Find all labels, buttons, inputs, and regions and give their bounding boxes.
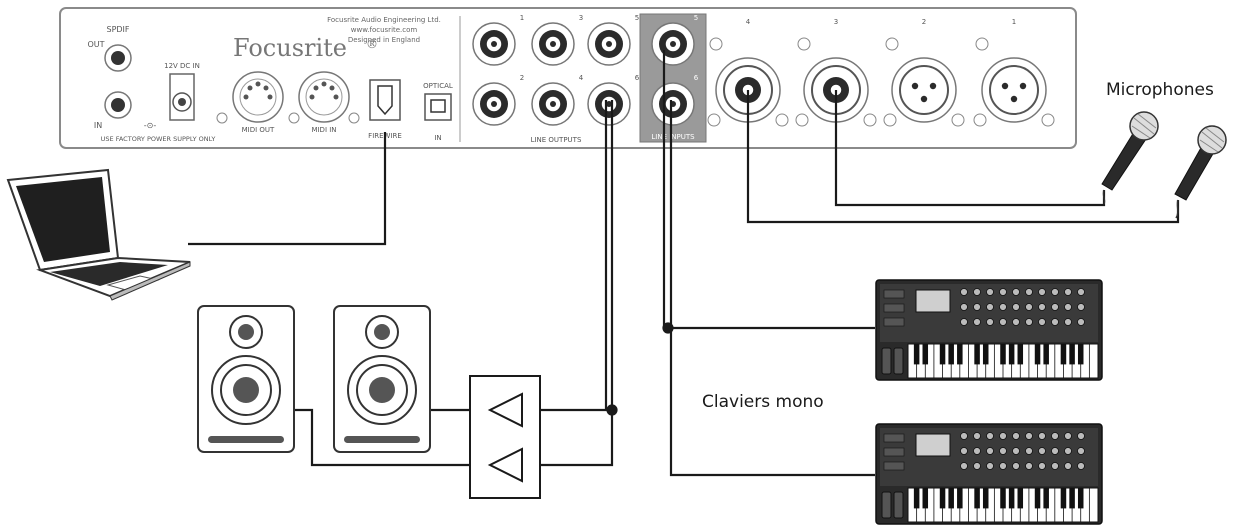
line-inputs-section: 5 6 LINE INPUTS [639,13,707,143]
amp-to-speaker-left-cable [295,408,470,467]
optical-label: OPTICAL [423,82,453,90]
maker-line-2: www.focusrite.com [351,26,418,34]
amp-triangle-2 [487,447,523,483]
line-output-number-2: 2 [520,74,524,82]
line-output-jack-3 [531,22,575,66]
microphones-label: Microphones [1106,80,1214,100]
laptop-keyboard [50,262,168,286]
spdif-out-jack-core [111,51,125,65]
dc-polarity-icon: -⊙- [144,121,157,130]
line-output-jack-5 [587,22,631,66]
spdif-section: SPDIF OUT IN [87,25,132,130]
laptop-screen [16,177,110,262]
midi-in-port: MIDI IN [298,71,360,134]
speaker-left [197,305,295,453]
line-output-jack-6 [587,82,631,126]
maker-line-1: Focusrite Audio Engineering Ltd. [327,16,441,24]
line-input-number-5: 5 [694,14,698,22]
brand-mark: ® [366,37,378,51]
optical-in-label: IN [434,134,441,142]
mic-input-2: 2 [883,18,965,127]
mic-input-number-4: 4 [746,18,751,26]
line-output-cable-1 [520,100,608,412]
dc-in-label: 12V DC IN [164,62,200,70]
spdif-in-jack-core [111,98,125,112]
keyboard-synth-1 [875,279,1103,381]
mic-input-number-1: 1 [1012,18,1016,26]
line-output-jack-1 [472,22,516,66]
maker-line-3: Designed in England [348,36,420,44]
line-inputs-label: LINE INPUTS [651,133,695,141]
junction-dot-outputs [606,404,618,416]
mic-input-number-2: 2 [922,18,926,26]
line-output-number-3: 3 [579,14,583,22]
line-input-number-6: 6 [694,74,699,82]
junction-dot-inputs [662,322,674,334]
microphone-1 [1101,111,1159,205]
line-input-jack-5 [651,22,695,66]
line-input-jack-6 [651,82,695,126]
line-output-number-1: 1 [520,14,524,22]
power-supply-note: USE FACTORY POWER SUPPLY ONLY [101,135,216,143]
line-input-cable-2 [669,100,875,477]
spdif-label: SPDIF [106,25,129,34]
amp-triangle-1 [487,392,523,428]
audio-interface-rear-panel: SPDIF OUT IN 12V DC IN -⊙- USE FACTORY P… [59,7,1077,149]
optical-port: OPTICAL IN [423,82,453,142]
spdif-in-label: IN [94,121,102,130]
amplifier [469,375,541,499]
brand-block: Focusrite ® Focusrite Audio Engineering … [233,16,441,62]
spdif-out-label: OUT [87,40,104,49]
line-output-jack-4 [531,82,575,126]
line-output-jack-2 [472,82,516,126]
microphone-2 [1174,125,1227,219]
firewire-cable [188,132,387,246]
dc-in-pin [178,98,186,106]
line-output-cable-2 [520,100,614,467]
brand-name: Focusrite [233,34,347,62]
mic-input-1: 1 [973,18,1055,127]
dc-in-section: 12V DC IN -⊙- USE FACTORY POWER SUPPLY O… [101,62,216,143]
speaker-right [333,305,431,453]
mic-input-number-3: 3 [834,18,838,26]
line-output-number-4: 4 [579,74,584,82]
line-output-number-6: 6 [635,74,640,82]
midi-out-port: MIDI OUT [216,71,300,134]
midi-in-label: MIDI IN [311,126,336,134]
laptop [6,168,191,301]
midi-out-label: MIDI OUT [242,126,275,134]
keyboard-synth-2 [875,423,1103,525]
keyboards-label: Claviers mono [702,392,824,412]
line-output-number-5: 5 [635,14,639,22]
line-outputs-label: LINE OUTPUTS [531,136,582,144]
